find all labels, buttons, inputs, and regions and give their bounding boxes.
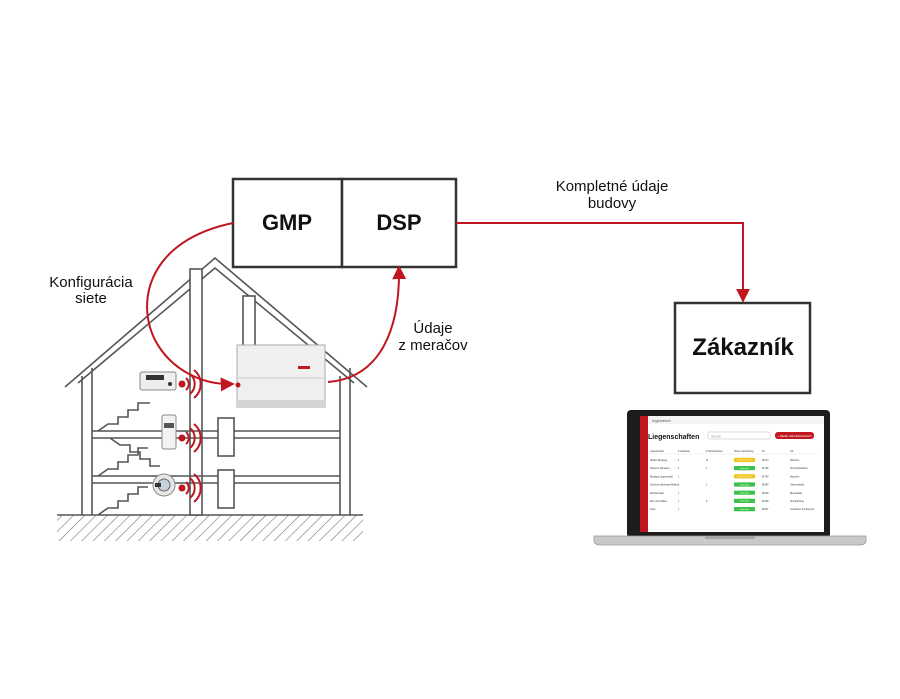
status-badge-label: Nicht Verbunden [738, 475, 752, 478]
config-label-2: siete [75, 290, 107, 307]
status-badge-label: Nicht Verbunden [738, 459, 752, 462]
row-name: Konferenz Bernhard Mühlen [650, 484, 679, 487]
row-buildings: 1 [678, 468, 680, 470]
status-badge-label: Verbunden [740, 483, 749, 486]
network-config-arrow [146, 222, 235, 392]
customer-group: Zákazník [673, 301, 812, 395]
app-table: Liegenschaft # Gebäude # Nutzeinheiten Stat… [648, 450, 818, 512]
meter-data-label-2: z meračov [398, 337, 468, 354]
status-badge [734, 482, 755, 487]
row-buildings: 1 [678, 509, 680, 511]
status-badge [734, 457, 755, 462]
row-location: Gedmanus Kuchenpost [790, 508, 814, 511]
row-number: 81373 [762, 460, 769, 462]
row-buildings: 1 [678, 476, 680, 478]
gmp-dsp-group: GMP DSP [231, 177, 458, 269]
status-badge-label: Verbunden [740, 500, 749, 503]
status-badge-label: Verbunden [740, 467, 749, 470]
row-location: Unterhaching [790, 500, 804, 503]
app-title: Liegenschaften [648, 434, 699, 441]
wireless-signal-icon [178, 423, 202, 453]
app-new-button-label: + NEUE LIEGENSCHAFT [777, 434, 812, 438]
row-buildings: 1 [678, 460, 680, 462]
table-header-cell: Nr. [762, 450, 765, 453]
status-badge-label: Verbunden [740, 508, 749, 511]
row-location: Gärtnerstraße [790, 484, 805, 487]
dsp-box [340, 177, 458, 269]
row-name: Weißer Bergweg [650, 459, 668, 462]
customer-box [673, 301, 812, 395]
row-units: 1 [706, 468, 708, 470]
gmp-label: GMP [262, 210, 312, 235]
table-header-cell: Liegenschaft [650, 450, 664, 453]
row-number: 81749 [762, 476, 769, 478]
table-header-cell: Ort [790, 450, 794, 453]
row-location: Unterschleißheim [790, 467, 808, 470]
row-units: 1 [706, 485, 708, 487]
row-location: München [790, 460, 800, 462]
wireless-signal-icon [178, 473, 202, 503]
row-buildings: 1 [678, 485, 680, 487]
row-location: München [790, 476, 800, 478]
row-buildings: 1 [678, 501, 680, 503]
laptop-icon [593, 410, 867, 546]
row-number: 81539 [762, 493, 769, 495]
meter-data-label-1: Údaje [413, 320, 452, 337]
status-badge [734, 507, 755, 512]
row-number: 81339 [762, 501, 769, 503]
row-location: Eberswalde [790, 492, 803, 495]
electricity-meter-icon [152, 473, 176, 497]
row-number: 81996 [762, 485, 769, 487]
row-name: Hansens Wanderer [650, 467, 670, 470]
row-units: 8 [706, 501, 708, 503]
row-buildings: 1 [678, 493, 680, 495]
row-number: 81766 [762, 468, 769, 470]
row-units: 11 [706, 460, 709, 462]
house-illustration [57, 256, 368, 541]
building-data-label-1: Kompletné údaje [556, 178, 669, 195]
water-meter-icon [161, 414, 177, 450]
status-badge-label: Verbunden [740, 492, 749, 495]
table-header-cell: # Nutzeinheiten [706, 450, 723, 453]
app-search-placeholder: Suche [711, 435, 721, 439]
row-name: Wortlaut Saal [650, 492, 664, 495]
meter-data-arrow [327, 265, 407, 383]
status-badge [734, 490, 755, 495]
laptop-app-screen: Ingenieure Liegenschaften Suche + NEUE L… [640, 416, 824, 532]
dsp-label: DSP [376, 210, 421, 235]
customer-label: Zákazník [692, 334, 794, 361]
row-name: Cube [650, 509, 656, 511]
row-name: Bergweg Liegenschaft [650, 475, 673, 478]
config-label-1: Konfigurácia [49, 274, 133, 291]
svg-text:Ingenieure: Ingenieure [652, 418, 672, 423]
app-new-button[interactable] [775, 432, 814, 439]
building-data-arrow [456, 222, 750, 303]
heat-meter-icon [139, 371, 177, 391]
status-badge [734, 466, 755, 471]
status-badge [734, 498, 755, 503]
ground [57, 515, 363, 541]
table-header-cell: # Gebäude [678, 450, 691, 453]
app-search-input[interactable] [707, 431, 771, 440]
row-number: 81637 [762, 509, 769, 511]
status-badge [734, 474, 755, 479]
row-name: Eben Immobilien [650, 501, 668, 503]
table-header-cell: Status Verbindung [734, 450, 754, 453]
building-data-label-2: budovy [588, 195, 637, 212]
gateway-device [235, 344, 326, 408]
